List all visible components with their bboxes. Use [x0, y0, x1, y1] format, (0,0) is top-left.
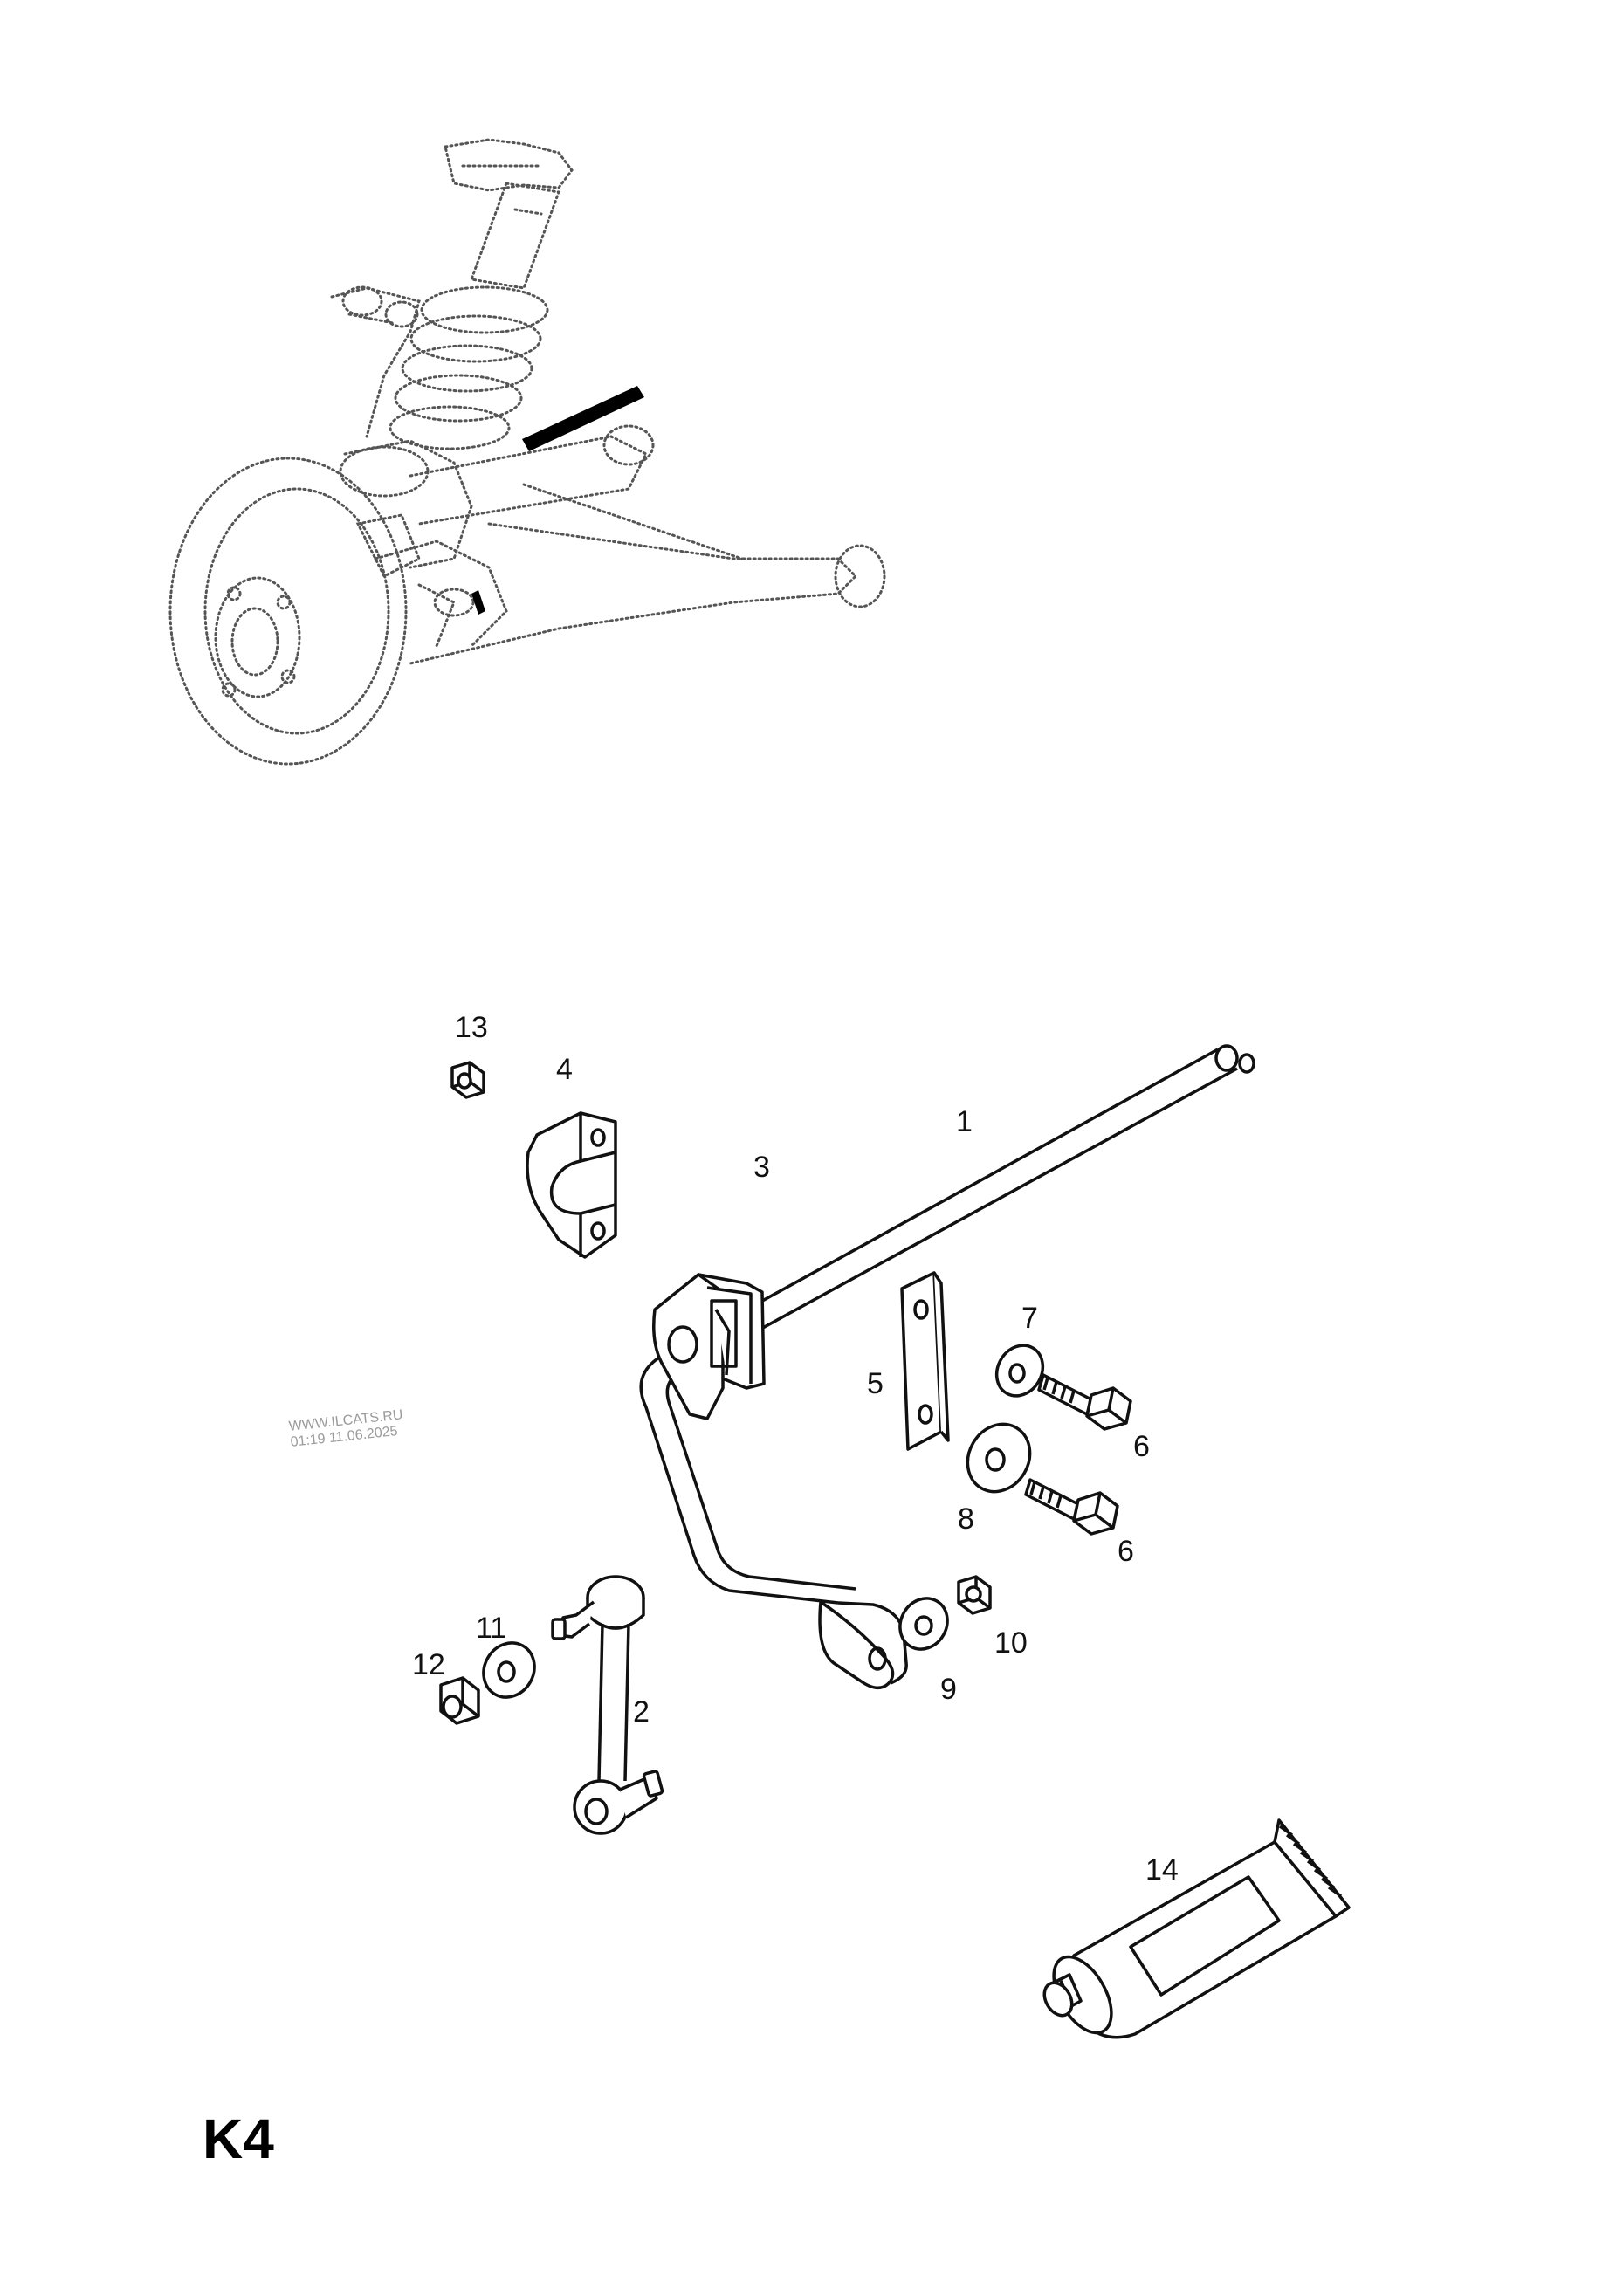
callout-4: 4 — [556, 1053, 573, 1086]
grease-tube-part — [1042, 1818, 1351, 2039]
callout-5: 5 — [867, 1367, 884, 1400]
callout-9: 9 — [940, 1673, 957, 1706]
bolt-part — [1024, 1373, 1132, 1536]
callout-11: 11 — [476, 1612, 507, 1645]
callout-13: 13 — [455, 1011, 488, 1044]
page-code: K4 — [203, 2107, 274, 2170]
callout-3: 3 — [753, 1151, 770, 1184]
callout-12: 12 — [412, 1648, 445, 1681]
mounting-plate-part — [900, 1271, 950, 1451]
callout-14: 14 — [1145, 1853, 1179, 1887]
callout-2: 2 — [633, 1695, 650, 1729]
washer-part — [966, 1344, 1045, 1494]
callout-6-upper: 6 — [1133, 1430, 1150, 1463]
bracket-part — [526, 1111, 617, 1259]
link-rod-part — [551, 1575, 664, 1835]
rubber-bushing-part — [652, 1273, 766, 1420]
nut-part — [957, 1575, 992, 1615]
suspension-overview-illustration — [168, 138, 886, 766]
washer-part — [898, 1597, 949, 1651]
callout-6-lower: 6 — [1118, 1535, 1134, 1568]
nut-part — [450, 1061, 485, 1099]
washer-part — [482, 1641, 536, 1699]
callout-7: 7 — [1021, 1302, 1038, 1335]
stabilizer-highlight — [471, 386, 644, 615]
nut-part — [439, 1676, 480, 1725]
callout-10: 10 — [994, 1626, 1028, 1660]
callout-1: 1 — [956, 1105, 973, 1138]
callout-8: 8 — [958, 1502, 974, 1536]
